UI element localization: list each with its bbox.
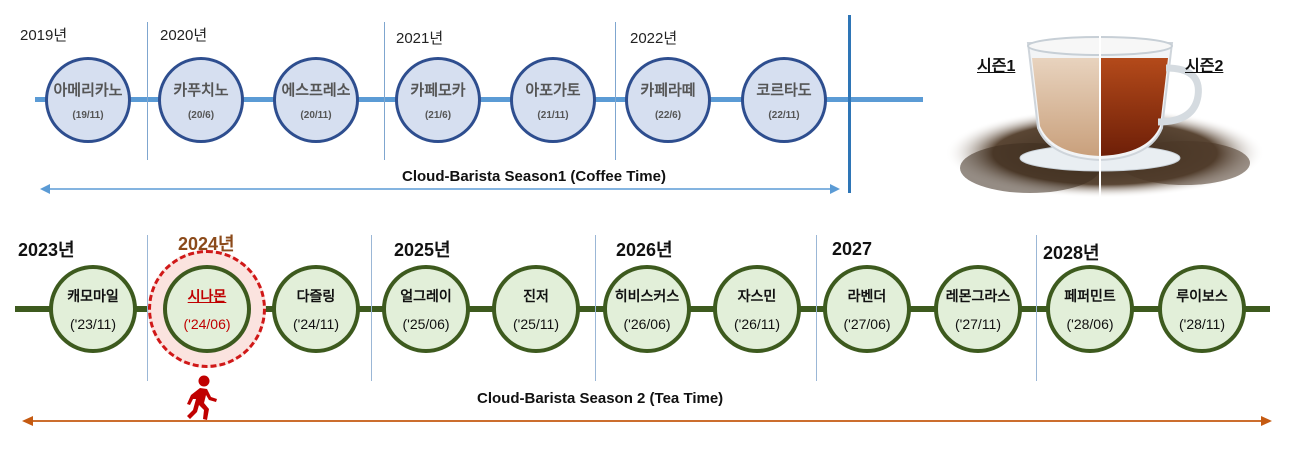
release-node: 페퍼민트 ('28/06): [1046, 265, 1134, 353]
year-separator: [147, 22, 148, 160]
release-name: 에스프레소: [281, 82, 351, 99]
release-node: 라벤더 ('27/06): [823, 265, 911, 353]
release-date: (21/6): [424, 110, 452, 121]
release-date: ('25/11): [513, 316, 559, 332]
season2-range-arrow: [22, 416, 1272, 426]
release-date: ('24/11): [293, 316, 339, 332]
season1-caption: Cloud-Barista Season1 (Coffee Time): [402, 168, 666, 185]
release-date: ('23/11): [70, 316, 116, 332]
release-date: ('26/06): [623, 316, 671, 332]
release-date: (20/6): [187, 110, 215, 121]
release-name: 다즐링: [296, 288, 336, 304]
year-label: 2021년: [396, 30, 444, 47]
year-label: 2022년: [630, 30, 678, 47]
release-node: 카페모카 (21/6): [395, 57, 481, 143]
release-name: 라벤더: [847, 288, 887, 304]
release-name: 카푸치노: [173, 82, 229, 99]
year-separator: [615, 22, 616, 160]
release-name: 진저: [523, 288, 549, 304]
release-node: 아메리카노 (19/11): [45, 57, 131, 143]
release-date: (22/6): [654, 110, 682, 121]
release-node: 코르타도 (22/11): [741, 57, 827, 143]
year-label: 2023년: [18, 240, 75, 260]
season1-timeline: 2019년 2020년 2021년 2022년 아메리카노 (19/11) 카푸…: [0, 0, 930, 200]
release-name: 히비스커스: [614, 288, 680, 304]
release-date: ('25/06): [402, 316, 450, 332]
release-date: ('24/06): [183, 316, 231, 332]
release-name: 루이보스: [1176, 288, 1228, 304]
release-name: 얼그레이: [400, 288, 452, 304]
release-date: (20/11): [300, 110, 332, 121]
year-separator: [1036, 235, 1037, 381]
year-label: 2025년: [394, 240, 451, 260]
release-date: ('27/11): [955, 316, 1001, 332]
season1-range-arrow: [40, 184, 840, 194]
release-date: ('28/06): [1066, 316, 1114, 332]
walking-person-icon: [187, 375, 217, 420]
year-label: 2027: [832, 239, 873, 259]
release-name: 캐모마일: [67, 288, 119, 304]
year-label: 2019년: [20, 27, 68, 44]
year-label: 2026년: [616, 240, 673, 260]
release-node: 히비스커스 ('26/06): [603, 265, 691, 353]
tea-cup-illustration: [945, 18, 1265, 208]
release-date: ('28/11): [1179, 316, 1225, 332]
season1-image-label: 시즌1: [977, 58, 1016, 75]
current-release-node: 시나몬 ('24/06): [163, 265, 251, 353]
release-node: 자스민 ('26/11): [713, 265, 801, 353]
release-name: 레몬그라스: [945, 288, 1011, 304]
release-node: 캐모마일 ('23/11): [49, 265, 137, 353]
release-node: 카페라떼 (22/6): [625, 57, 711, 143]
current-year-label: 2024년: [178, 234, 235, 254]
release-node: 진저 ('25/11): [492, 265, 580, 353]
release-name: 자스민: [737, 288, 777, 304]
year-separator: [147, 235, 148, 381]
year-separator: [595, 235, 596, 381]
year-label: 2028년: [1043, 243, 1100, 263]
release-node: 얼그레이 ('25/06): [382, 265, 470, 353]
year-label: 2020년: [160, 27, 208, 44]
season1-end-bar: [848, 15, 851, 193]
release-date: ('27/06): [843, 316, 891, 332]
release-name: 아포가토: [525, 82, 581, 99]
year-separator: [384, 22, 385, 160]
release-node: 루이보스 ('28/11): [1158, 265, 1246, 353]
release-date: (19/11): [72, 110, 104, 121]
release-name: 아메리카노: [53, 82, 123, 99]
release-node: 아포가토 (21/11): [510, 57, 596, 143]
release-name: 시나몬: [187, 288, 227, 304]
release-name: 카페모카: [410, 82, 466, 99]
release-date: ('26/11): [734, 316, 780, 332]
year-separator: [816, 235, 817, 381]
season2-image-label: 시즌2: [1185, 58, 1224, 75]
season2-caption: Cloud-Barista Season 2 (Tea Time): [477, 390, 724, 407]
release-date: (21/11): [537, 110, 569, 121]
release-date: (22/11): [768, 110, 800, 121]
release-node: 에스프레소 (20/11): [273, 57, 359, 143]
release-node: 카푸치노 (20/6): [158, 57, 244, 143]
release-node: 레몬그라스 ('27/11): [934, 265, 1022, 353]
release-name: 코르타도: [756, 82, 812, 99]
release-name: 페퍼민트: [1064, 288, 1116, 304]
release-name: 카페라떼: [640, 82, 696, 99]
year-separator: [371, 235, 372, 381]
season2-timeline: 2023년 2024년 2025년 2026년 2027 2028년 캐모마일 …: [0, 215, 1290, 450]
release-node: 다즐링 ('24/11): [272, 265, 360, 353]
season-comparison-image: 시즌1 시즌2: [940, 18, 1270, 208]
